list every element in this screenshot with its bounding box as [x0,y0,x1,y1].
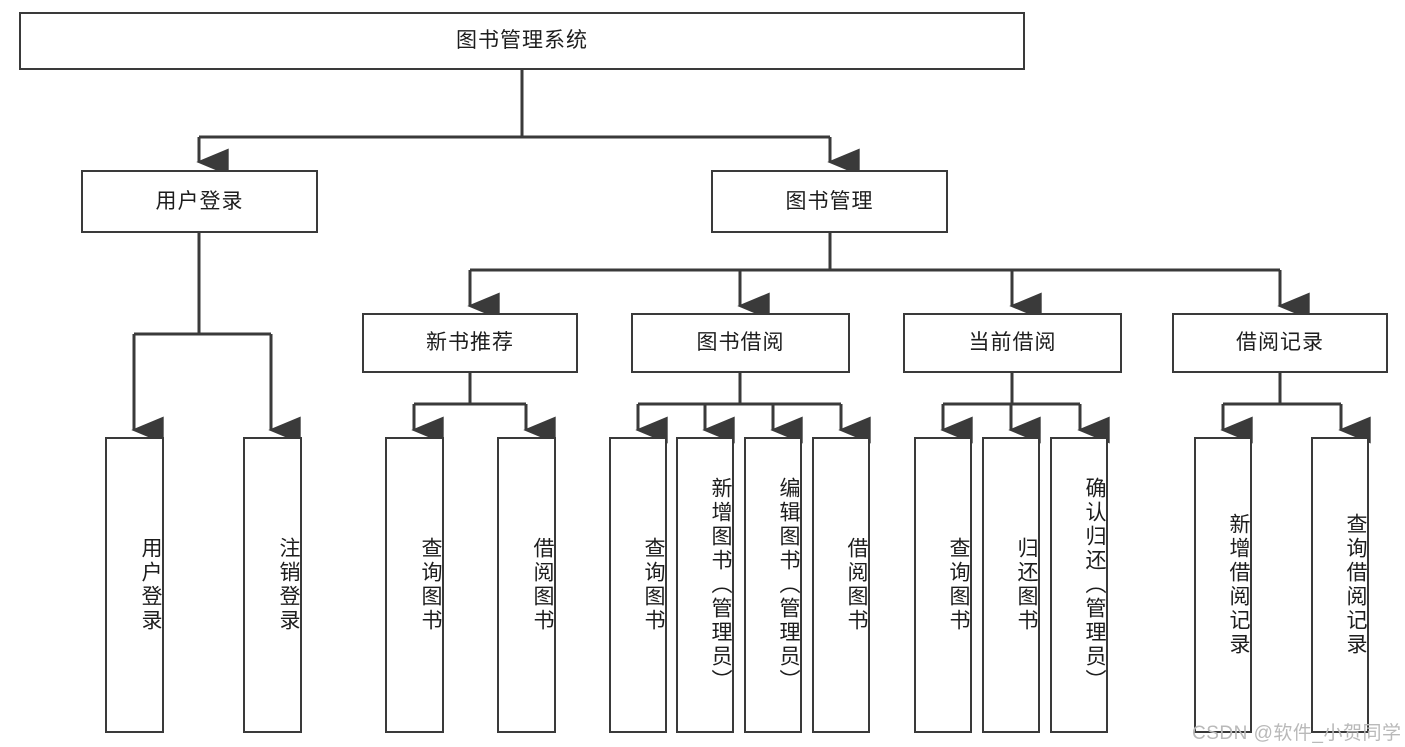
leaf-borrow-book-1[interactable]: 借阅图书 [497,437,556,733]
leaf-edit-book[interactable]: 编辑图书（管理员） [744,437,802,733]
node-system-root[interactable]: 图书管理系统 [19,12,1025,70]
leaf-user-logout[interactable]: 注销登录 [243,437,302,733]
node-book-borrow[interactable]: 图书借阅 [631,313,850,373]
node-current-borrow[interactable]: 当前借阅 [903,313,1122,373]
node-label: 确认归还（管理员） [1083,477,1106,693]
leaf-query-book-1[interactable]: 查询图书 [385,437,444,733]
node-borrow-record[interactable]: 借阅记录 [1172,313,1388,373]
node-label: 查询图书 [419,537,442,633]
node-label: 借阅记录 [1236,331,1324,355]
node-label: 编辑图书（管理员） [777,477,800,693]
node-label: 用户登录 [139,537,162,633]
leaf-query-book-3[interactable]: 查询图书 [914,437,972,733]
node-label: 图书管理系统 [456,29,588,53]
node-label: 新增借阅记录 [1227,513,1250,657]
node-label: 新书推荐 [426,331,514,355]
node-label: 查询图书 [642,537,665,633]
node-label: 用户登录 [155,189,244,213]
node-user-login[interactable]: 用户登录 [81,170,318,233]
node-label: 图书借阅 [696,331,785,355]
node-label: 新增图书（管理员） [709,477,732,693]
leaf-query-record[interactable]: 查询借阅记录 [1311,437,1369,733]
node-book-manage[interactable]: 图书管理 [711,170,948,233]
node-label: 注销登录 [277,537,300,633]
node-label: 借阅图书 [531,537,554,633]
node-label: 图书管理 [785,189,874,213]
csdn-watermark: CSDN @软件_小贺同学 [1192,723,1402,744]
node-label: 归还图书 [1015,537,1038,633]
leaf-user-login[interactable]: 用户登录 [105,437,164,733]
leaf-confirm-return[interactable]: 确认归还（管理员） [1050,437,1108,733]
leaf-borrow-book-2[interactable]: 借阅图书 [812,437,870,733]
node-new-book-recommend[interactable]: 新书推荐 [362,313,578,373]
leaf-return-book[interactable]: 归还图书 [982,437,1040,733]
leaf-add-book[interactable]: 新增图书（管理员） [676,437,734,733]
node-label: 借阅图书 [845,537,868,633]
node-label: 查询图书 [947,537,970,633]
leaf-add-record[interactable]: 新增借阅记录 [1194,437,1252,733]
node-label: 查询借阅记录 [1344,513,1367,657]
node-label: 当前借阅 [968,331,1057,355]
leaf-query-book-2[interactable]: 查询图书 [609,437,667,733]
